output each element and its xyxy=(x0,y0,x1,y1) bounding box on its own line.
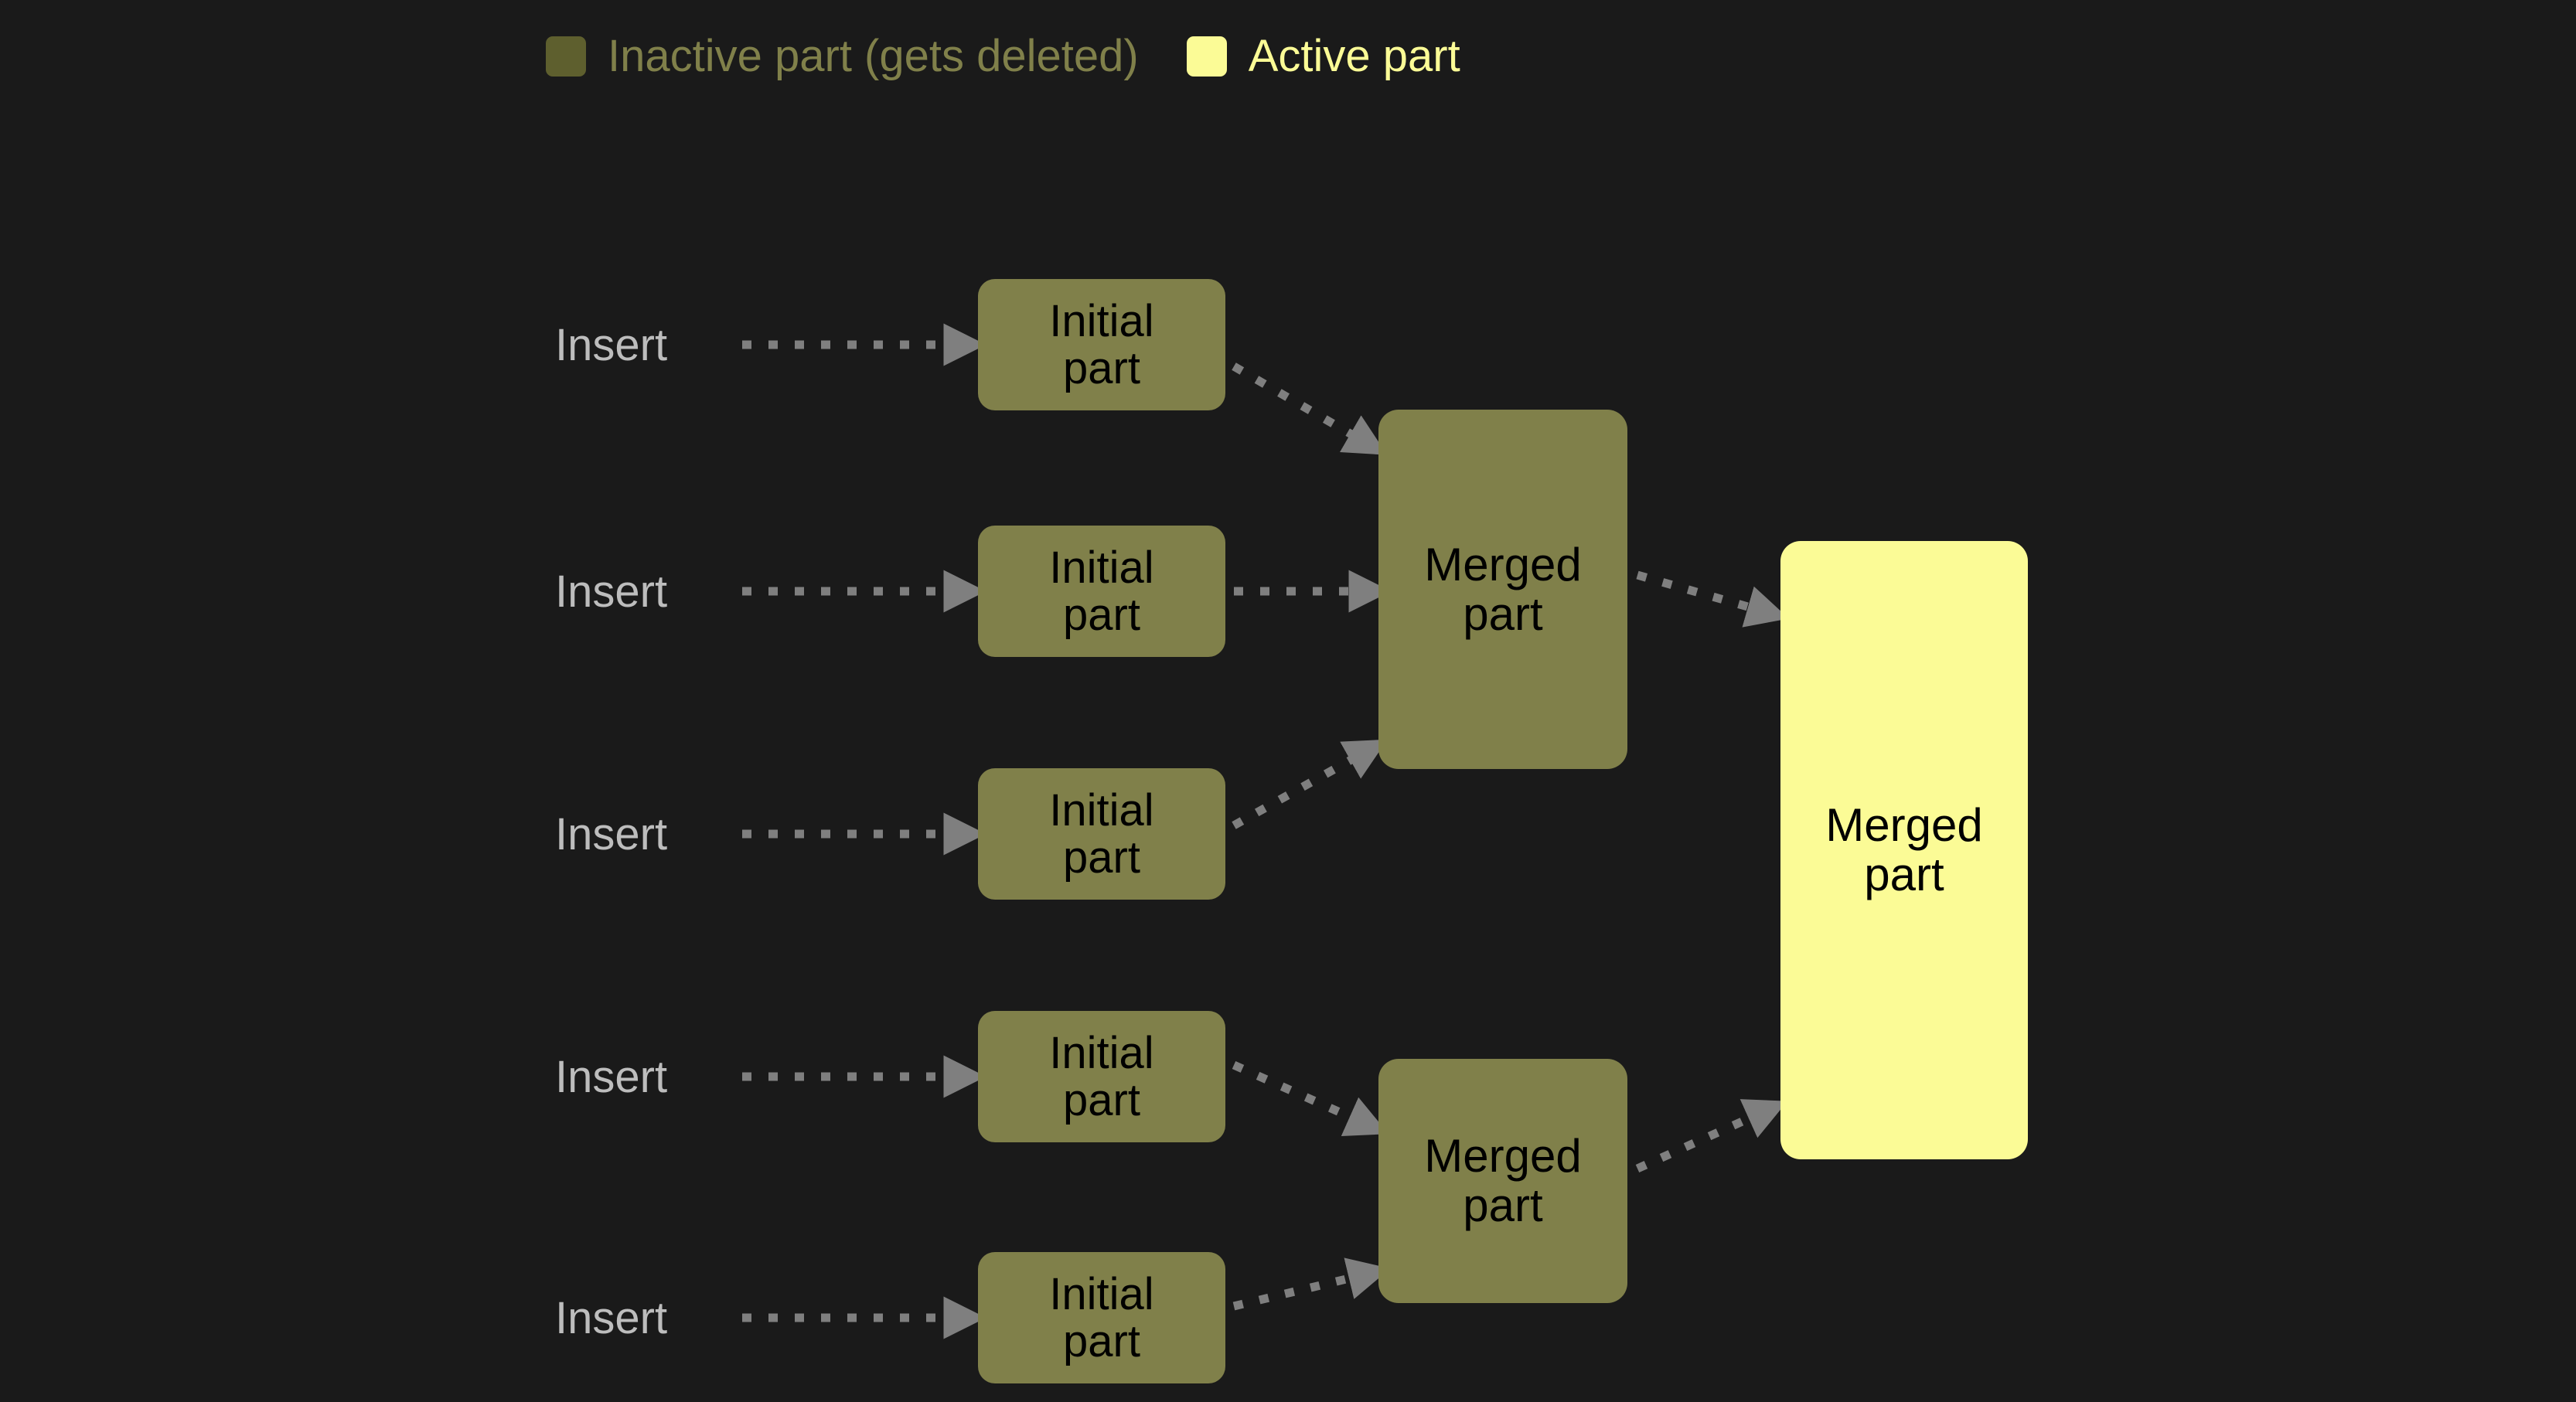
node-initial-part-2[interactable]: Initial part xyxy=(978,526,1225,657)
edge-arrow xyxy=(1232,1257,1391,1311)
node-initial-part-1[interactable]: Initial part xyxy=(978,279,1225,410)
edge-arrow xyxy=(1232,739,1388,829)
insert-label-2: Insert xyxy=(555,567,668,617)
node-merged-part-active[interactable]: Merged part xyxy=(1780,541,2028,1159)
node-merged-part-bottom[interactable]: Merged part xyxy=(1378,1059,1627,1303)
node-merged-part-top[interactable]: Merged part xyxy=(1378,410,1627,769)
legend-swatch-active-icon xyxy=(1186,36,1227,77)
legend-item-active: Active part xyxy=(1186,31,1460,81)
node-initial-part-5[interactable]: Initial part xyxy=(978,1252,1225,1383)
insert-label-4: Insert xyxy=(555,1052,668,1102)
legend-item-inactive: Inactive part (gets deleted) xyxy=(546,34,1139,79)
legend-label-inactive: Inactive part (gets deleted) xyxy=(608,31,1139,81)
legend: Inactive part (gets deleted) Active part xyxy=(546,22,1460,91)
insert-label-3: Insert xyxy=(555,809,668,859)
insert-label-1: Insert xyxy=(555,320,668,370)
node-initial-part-3[interactable]: Initial part xyxy=(978,768,1225,900)
legend-swatch-inactive-icon xyxy=(546,36,586,77)
edge-arrow xyxy=(1635,1099,1788,1173)
edge-arrow xyxy=(1232,362,1388,455)
insert-label-5: Insert xyxy=(555,1293,668,1343)
node-initial-part-4[interactable]: Initial part xyxy=(978,1011,1225,1142)
legend-label-active: Active part xyxy=(1248,31,1460,81)
edge-arrow xyxy=(1636,570,1789,628)
edge-arrow xyxy=(1232,1060,1389,1136)
